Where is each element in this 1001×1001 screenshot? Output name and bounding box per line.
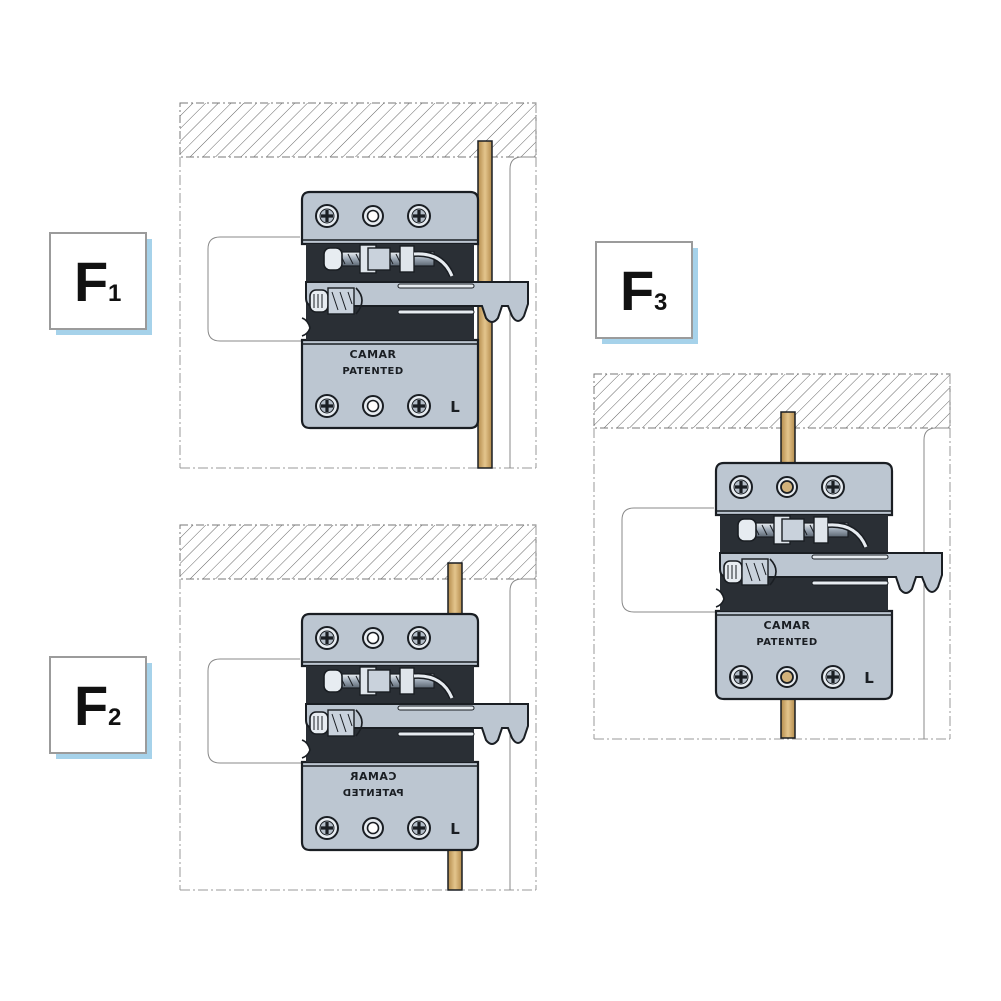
plate-brand-label: CAMAR	[763, 619, 810, 632]
figure-f3: CAMAR PATENTED L F 3	[593, 241, 951, 740]
tag-number: 3	[654, 289, 667, 316]
figure-tag-f2: F 2	[49, 656, 153, 760]
tag-letter: F	[74, 250, 108, 313]
figure-tag-f3: F 3	[595, 241, 699, 345]
tag-letter: F	[74, 674, 108, 737]
tag-number: 2	[108, 704, 121, 731]
plate-patent-label: PATENTED	[342, 366, 403, 377]
plate-side-label: L	[450, 820, 460, 838]
plate-patent-label: PATENTED	[756, 637, 817, 648]
tag-letter: F	[620, 259, 654, 322]
plate-brand-label: CAMAR	[349, 348, 396, 361]
plate-side-label: L	[450, 398, 460, 416]
figure-f2: CAMAR PATENTED L F 2	[49, 524, 537, 891]
plate-brand-label: CAMAR	[349, 770, 396, 783]
plate-side-label: L	[864, 669, 874, 687]
plate-patent-label: PATENTED	[342, 788, 403, 799]
tag-number: 1	[108, 280, 121, 307]
figure-f1: CAMAR PATENTED L F 1	[49, 102, 537, 469]
figure-tag-f1: F 1	[49, 232, 153, 336]
